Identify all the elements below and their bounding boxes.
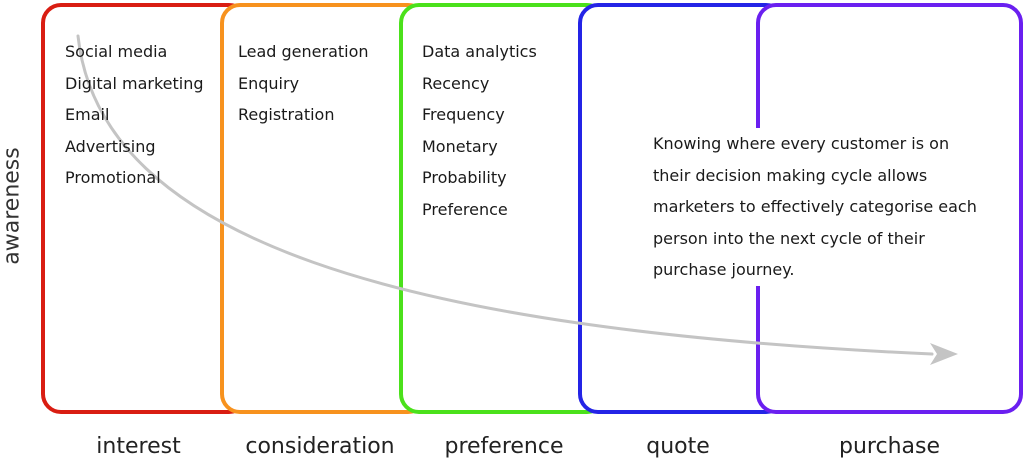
stage-box-interest (41, 3, 249, 414)
flow-arrow-line (76, 34, 934, 356)
stage-box-consideration (220, 3, 428, 414)
list-item: Digital marketing (65, 73, 204, 93)
list-item: Data analytics (422, 42, 537, 61)
stage-label-quote: quote (646, 434, 710, 459)
list-item: Promotional (65, 168, 161, 188)
stage-box-preference (399, 3, 607, 414)
arrow-head-icon (930, 343, 958, 365)
list-item: Probability (422, 168, 507, 188)
list-item: Preference (422, 199, 508, 219)
stage-items-consideration: Lead generation Enquiry Registration (238, 36, 369, 131)
stage-items-interest: Social media Digital marketing Email Adv… (65, 36, 204, 194)
explanation-note: Knowing where every customer is on their… (653, 128, 983, 286)
stage-label-consideration: consideration (245, 434, 395, 459)
stage-label-purchase: purchase (839, 434, 940, 459)
list-item: Advertising (65, 136, 156, 156)
list-item: Recency (422, 73, 490, 93)
list-item: Frequency (422, 105, 505, 125)
list-item: Registration (238, 105, 335, 125)
stage-items-preference: Data analytics Recency Frequency Monetar… (422, 36, 537, 226)
list-item: Enquiry (238, 73, 300, 93)
stage-label-interest: interest (96, 434, 181, 459)
y-axis-label: awareness (0, 147, 25, 265)
list-item: Monetary (422, 136, 498, 156)
stage-label-preference: preference (444, 434, 564, 459)
list-item: Lead generation (238, 42, 369, 61)
list-item: Social media (65, 42, 168, 61)
list-item: Email (65, 105, 110, 125)
